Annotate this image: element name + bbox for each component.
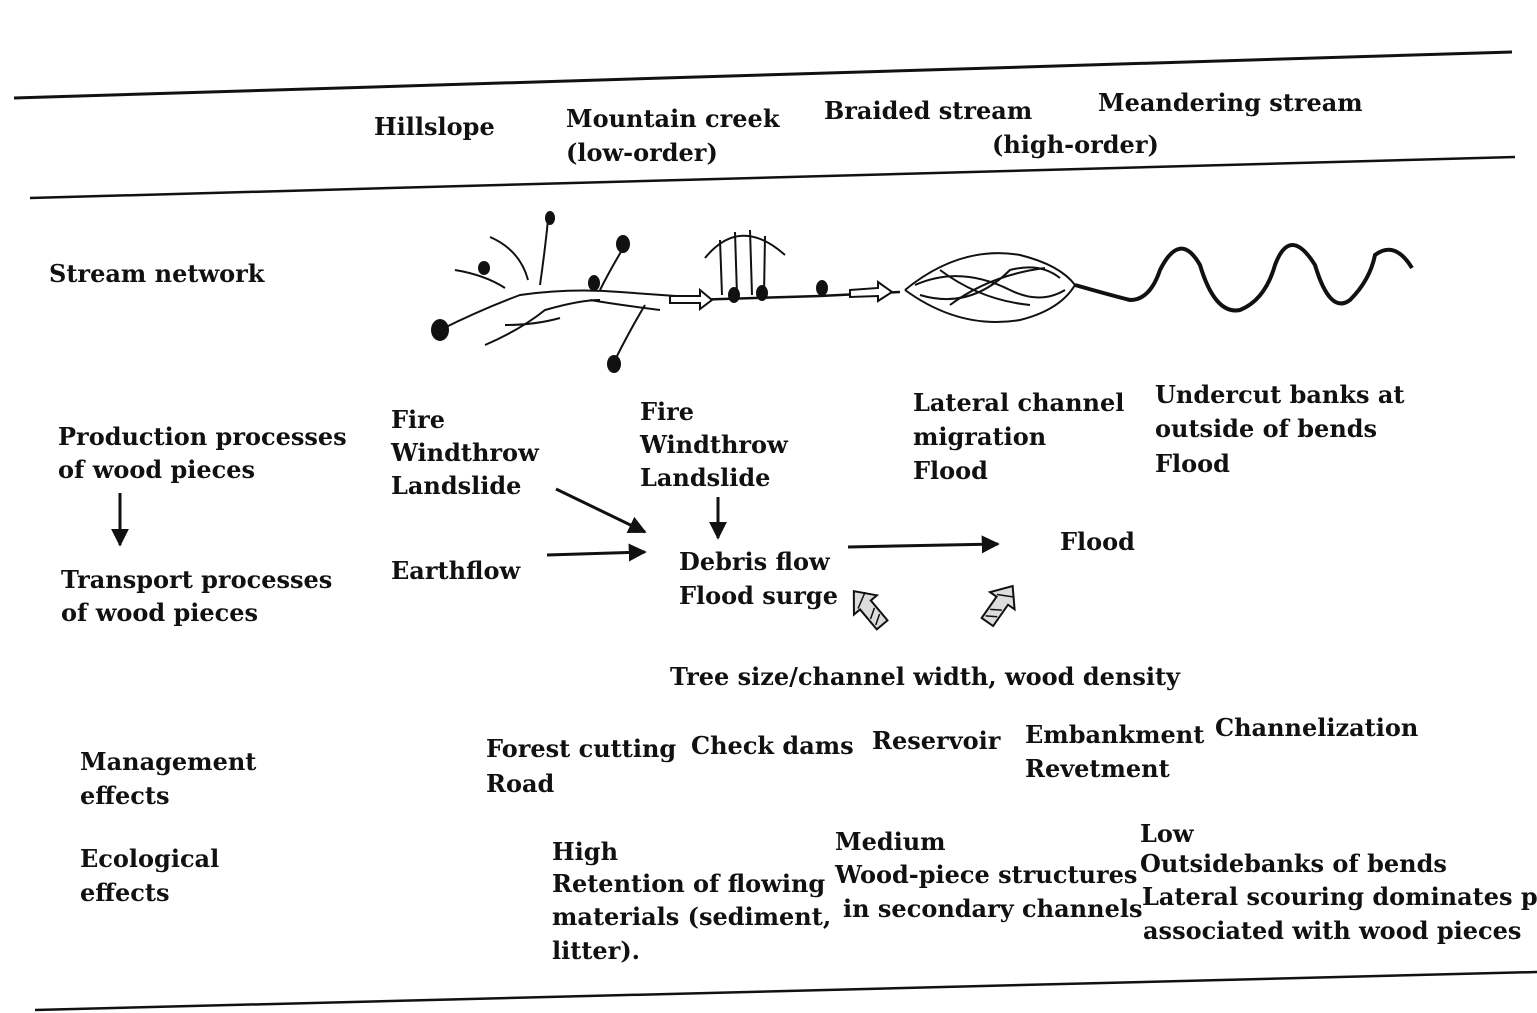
hillslope-fire: Fire bbox=[391, 405, 446, 434]
ecological-medium-line2: in secondary channels bbox=[843, 894, 1143, 923]
row-label-stream-network: Stream network bbox=[49, 259, 265, 288]
header-meandering-sub: (high-order) bbox=[992, 130, 1159, 159]
management-road: Road bbox=[486, 769, 555, 798]
management-check-dams: Check dams bbox=[691, 731, 854, 760]
stream-network-drawing bbox=[439, 219, 1414, 361]
debris-flow-label: Debris flow bbox=[679, 547, 830, 576]
row-label-transport-line1: Transport processes bbox=[61, 565, 333, 594]
factor-arrow-left bbox=[852, 589, 889, 631]
header-mountain-creek: Mountain creek bbox=[566, 104, 780, 133]
braided-flood: Flood bbox=[913, 456, 988, 485]
wood-piece-markers bbox=[431, 211, 828, 373]
row-label-production-line2: of wood pieces bbox=[58, 455, 256, 484]
braided-migration: migration bbox=[913, 422, 1047, 451]
meandering-outside-bends: outside of bends bbox=[1155, 414, 1378, 443]
row-label-transport-line2: of wood pieces bbox=[61, 598, 259, 627]
ecological-high-title: High bbox=[552, 837, 619, 866]
management-forest-cutting: Forest cutting bbox=[486, 734, 677, 763]
ecological-low-line1: Outsidebanks of bends bbox=[1140, 849, 1447, 878]
ecological-medium-line1: Wood-piece structures bbox=[835, 860, 1138, 889]
header-hillslope: Hillslope bbox=[374, 112, 495, 141]
management-reservoir: Reservoir bbox=[872, 726, 1001, 755]
ecological-high-line1: Retention of flowing bbox=[552, 869, 826, 898]
top-rule bbox=[13, 50, 1513, 100]
management-embankment: Embankment bbox=[1025, 720, 1205, 749]
mountain-landslide: Landslide bbox=[640, 463, 771, 492]
transport-factors-label: Tree size/channel width, wood density bbox=[670, 662, 1180, 691]
debris-to-flood-arrow bbox=[847, 535, 1000, 554]
header-meandering-stream: Meandering stream bbox=[1098, 88, 1363, 117]
ecological-low-line3: associated with wood pieces bbox=[1143, 916, 1522, 945]
hillslope-windthrow: Windthrow bbox=[391, 438, 539, 467]
bottom-rule bbox=[34, 970, 1537, 1012]
earthflow-label: Earthflow bbox=[391, 556, 521, 585]
mountain-fire: Fire bbox=[640, 397, 695, 426]
row-label-ecological-line1: Ecological bbox=[80, 844, 220, 873]
row-label-management-line1: Management bbox=[80, 747, 257, 776]
flood-label: Flood bbox=[1060, 527, 1135, 556]
mountain-windthrow: Windthrow bbox=[640, 430, 788, 459]
ecological-low-line2: Lateral scouring dominates pools bbox=[1142, 882, 1537, 911]
meandering-undercut: Undercut banks at bbox=[1155, 380, 1405, 409]
hillslope-to-debris-arrow bbox=[555, 487, 647, 534]
factor-arrow-right bbox=[980, 584, 1016, 628]
management-channelization: Channelization bbox=[1215, 713, 1419, 742]
row-label-production-line1: Production processes bbox=[58, 422, 347, 451]
row-label-ecological-line2: effects bbox=[80, 878, 170, 907]
header-braided-stream: Braided stream bbox=[824, 96, 1033, 125]
hillslope-landslide: Landslide bbox=[391, 471, 522, 500]
ecological-high-line3: litter). bbox=[552, 936, 641, 965]
ecological-medium-title: Medium bbox=[835, 827, 946, 856]
ecological-low-title: Low bbox=[1140, 819, 1194, 848]
header-rule bbox=[29, 155, 1516, 200]
management-revetment: Revetment bbox=[1025, 754, 1170, 783]
ecological-high-line2: materials (sediment, bbox=[552, 902, 832, 931]
meandering-flood: Flood bbox=[1155, 449, 1230, 478]
header-mountain-creek-sub: (low-order) bbox=[566, 138, 718, 167]
flood-surge-label: Flood surge bbox=[679, 581, 838, 610]
earthflow-to-debris-arrow bbox=[546, 543, 647, 562]
braided-lateral-channel: Lateral channel bbox=[913, 388, 1125, 417]
row-label-management-line2: effects bbox=[80, 781, 170, 810]
